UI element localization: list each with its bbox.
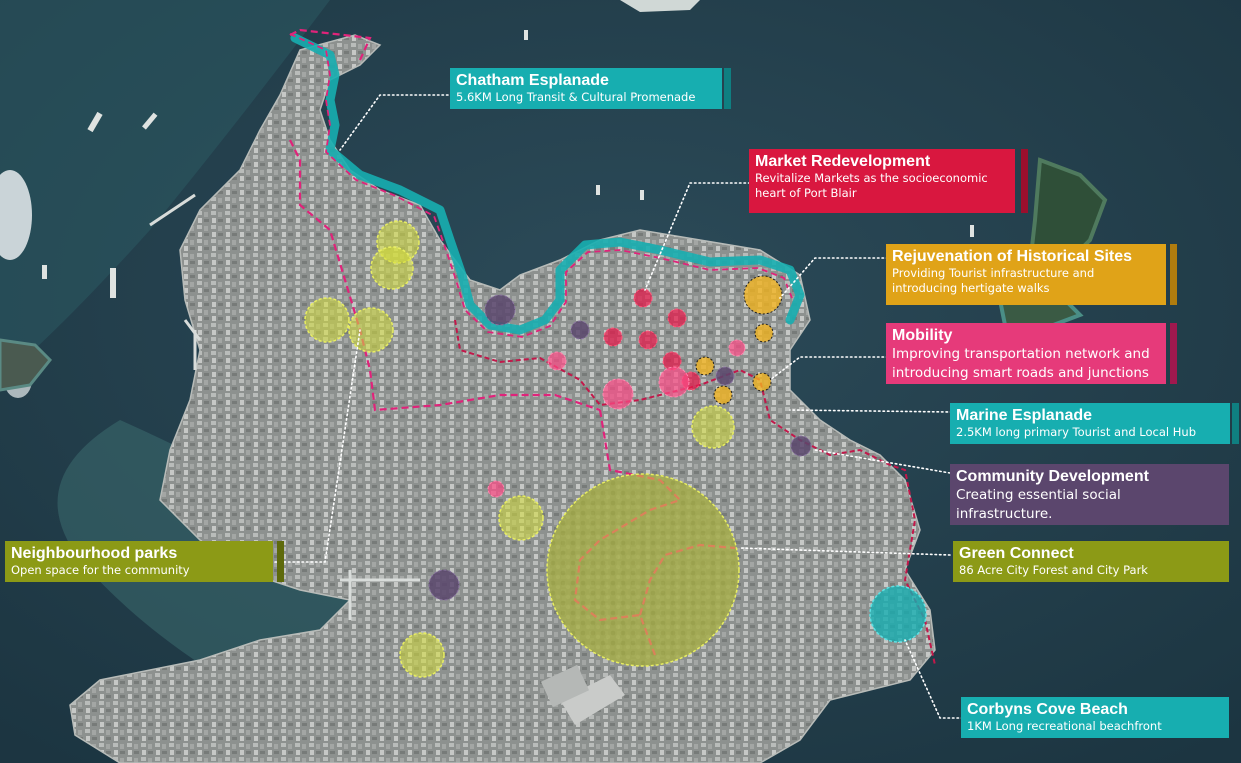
- market-circles: [603, 288, 701, 391]
- chatham-esplanade-route: [290, 33, 805, 335]
- leader-lines: [274, 94, 964, 719]
- airport-runway: [560, 675, 625, 725]
- callout-accent-bar: [724, 68, 731, 109]
- mobility-circles: [487, 339, 746, 498]
- cloud: [0, 170, 32, 260]
- callout-accent-bar: [1170, 323, 1177, 384]
- chatham-esplanade-route-edge: [289, 33, 793, 338]
- callout-accent-bar: [1170, 244, 1177, 305]
- heritage-circles: [695, 275, 783, 405]
- mobility-road: [454, 319, 936, 666]
- west-island: [0, 338, 53, 392]
- callout-historical-sites: Rejuvenation of Historical Sites Providi…: [886, 244, 1177, 305]
- community-circles: [428, 294, 812, 601]
- callout-market-redevelopment: Market Redevelopment Revitalize Markets …: [749, 149, 1028, 213]
- callout-title: Rejuvenation of Historical Sites: [892, 248, 1133, 265]
- callout-title: Green Connect: [959, 545, 1074, 562]
- callout-title: Corbyns Cove Beach: [967, 701, 1128, 718]
- callout-subtitle: 86 Acre City Forest and City Park: [959, 563, 1148, 577]
- callout-neighbourhood-parks: Neighbourhood parks Open space for the c…: [5, 541, 284, 582]
- callout-accent-bar: [277, 541, 284, 582]
- callout-subtitle: 5.6KM Long Transit & Cultural Promenade: [456, 90, 696, 104]
- piers: [149, 193, 420, 620]
- callout-subtitle: Providing Tourist infrastructure and int…: [892, 266, 1095, 295]
- callout-marine-esplanade: Marine Esplanade 2.5KM long primary Tour…: [950, 403, 1239, 444]
- callout-title: Mobility: [892, 327, 953, 344]
- callout-accent-bar: [1232, 403, 1239, 444]
- callout-title: Community Development: [956, 468, 1149, 485]
- ross-island-top: [620, 0, 700, 12]
- callout-accent-bar: [1021, 149, 1028, 213]
- callout-title: Marine Esplanade: [956, 407, 1093, 424]
- callout-mobility: Mobility Improving transportation networ…: [886, 323, 1177, 384]
- callout-subtitle: Improving transportation network and int…: [892, 346, 1150, 381]
- callout-corbyns-cove: Corbyns Cove Beach 1KM Long recreational…: [961, 697, 1229, 738]
- callout-chatham-esplanade: Chatham Esplanade 5.6KM Long Transit & C…: [450, 68, 731, 109]
- shallow-water: [0, 0, 330, 380]
- callout-subtitle: 1KM Long recreational beachfront: [967, 719, 1162, 733]
- callout-green-connect: Green Connect 86 Acre City Forest and Ci…: [953, 541, 1229, 582]
- callout-subtitle: Creating essential social infrastructure…: [956, 487, 1121, 522]
- callout-subtitle: Open space for the community: [11, 563, 190, 577]
- callout-subtitle: 2.5KM long primary Tourist and Local Hub: [956, 425, 1197, 439]
- callout-community-development: Community Development Creating essential…: [950, 464, 1229, 525]
- ships: [42, 30, 974, 298]
- callout-subtitle: Revitalize Markets as the socioeconomic …: [755, 171, 988, 200]
- corbyns-cove-circle: [869, 585, 927, 643]
- airport-apron: [540, 664, 590, 708]
- callout-title: Chatham Esplanade: [456, 72, 609, 89]
- callout-title: Market Redevelopment: [755, 153, 931, 170]
- park-circles: [304, 220, 740, 678]
- callout-title: Neighbourhood parks: [11, 545, 178, 562]
